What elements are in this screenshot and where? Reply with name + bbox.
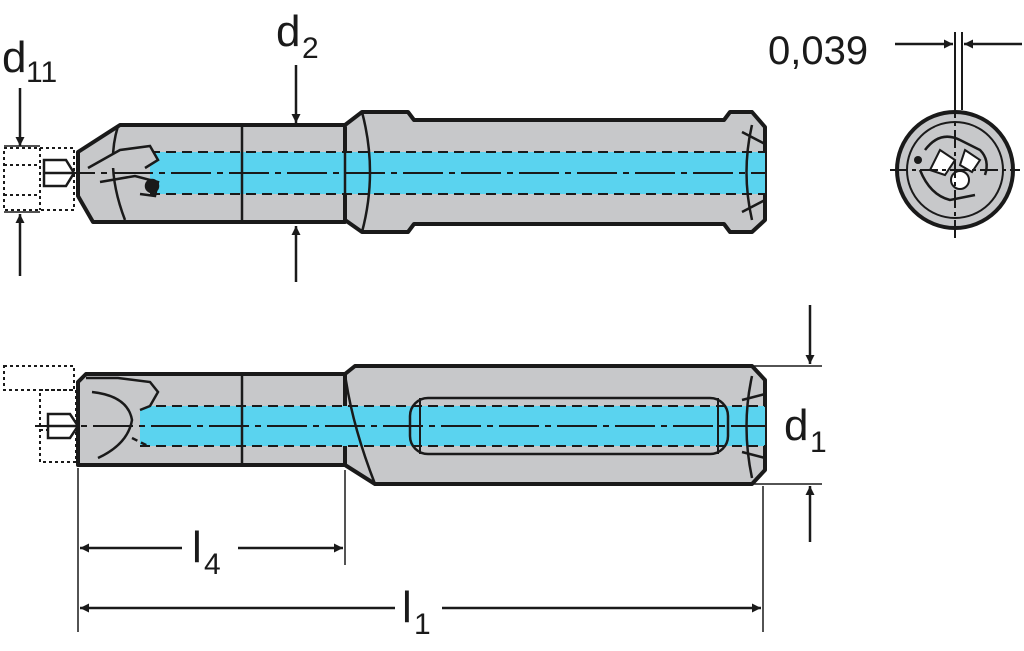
top-view [3, 110, 767, 234]
label-d1-main: d [784, 401, 808, 450]
label-l1: l 1 [402, 583, 431, 641]
label-offset: 0,039 [768, 29, 868, 73]
label-l1-main: l [402, 583, 412, 632]
label-d2-sub: 2 [302, 32, 319, 65]
label-d1-sub: 1 [810, 426, 827, 459]
end-view [890, 32, 1020, 238]
side-view [3, 364, 767, 486]
insert-phantom-top [3, 147, 75, 211]
label-d2-main: d [276, 7, 300, 56]
coolant-outlet [950, 170, 970, 190]
label-d1: d 1 [784, 401, 827, 459]
label-d2: d 2 [276, 7, 319, 65]
label-l4: l 4 [192, 523, 221, 581]
cutting-tip-top [42, 125, 160, 221]
label-d11-main: d [2, 33, 26, 82]
label-l1-sub: 1 [414, 608, 431, 641]
label-l4-sub: 4 [204, 548, 221, 581]
label-d11: d 11 [2, 33, 57, 89]
label-d11-sub: 11 [26, 56, 57, 89]
label-l4-main: l [192, 523, 202, 572]
dimension-lines [4, 39, 1022, 632]
cutting-tip-side [46, 376, 160, 460]
